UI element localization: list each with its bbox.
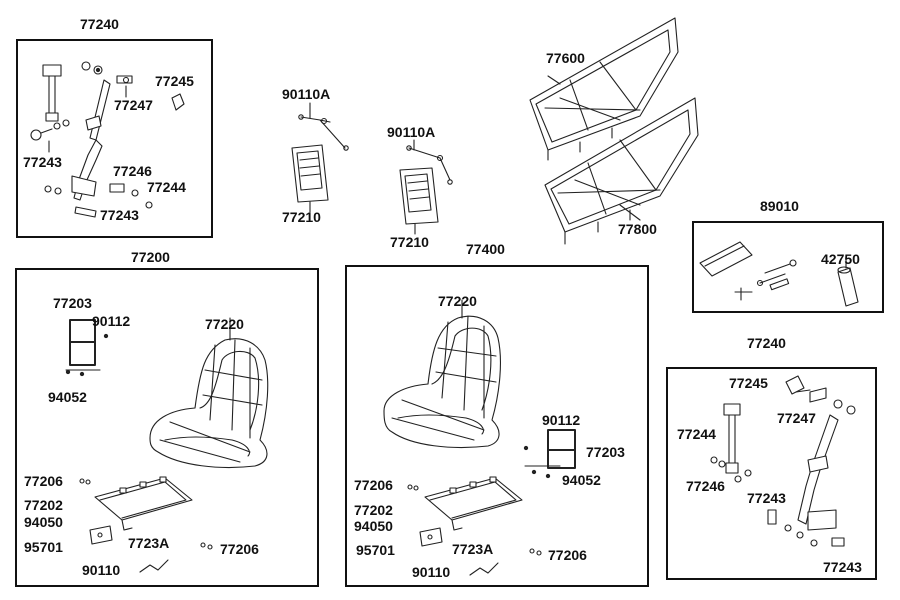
label-seat-right-clip-a: 77206	[354, 477, 393, 493]
label-seatbelt-right-title: 77240	[747, 335, 786, 351]
door-upper-drawing	[529, 17, 679, 161]
label-seat-right-title: 77400	[466, 241, 505, 257]
label-seatbelt-left-clip: 77245	[155, 73, 194, 89]
seat-left-frame	[15, 268, 319, 587]
label-seat-right-cushion: 77220	[438, 293, 477, 309]
tool-kit-frame	[692, 221, 884, 313]
label-seatbelt-left-washer: 77246	[113, 163, 152, 179]
label-seat-right-clip-b: 77206	[548, 547, 587, 563]
label-tool-kit-title: 89010	[760, 198, 799, 214]
label-seat-right-pin: 95701	[356, 542, 395, 558]
seatbelt-right-frame	[666, 367, 877, 580]
label-door-upper: 77600	[546, 50, 585, 66]
headrest-1-drawing	[291, 102, 349, 213]
tool-kit-drawing	[699, 241, 859, 307]
label-headrest-1-pad: 77210	[282, 209, 321, 225]
label-seatbelt-left-bolt-bottom: 77243	[100, 207, 139, 223]
seat-left-drawing	[65, 317, 269, 573]
label-seatbelt-right-washer: 77246	[686, 478, 725, 494]
label-seatbelt-right-nut: 77244	[677, 426, 716, 442]
label-seatbelt-left-nut: 77244	[147, 179, 186, 195]
label-headrest-2-pad: 77210	[390, 234, 429, 250]
label-seat-left-rod: 90110	[82, 562, 121, 578]
label-headrest-1-mount: 90110A	[282, 86, 331, 102]
seat-right-frame	[345, 265, 649, 587]
label-seatbelt-left-anchor: 77243	[23, 154, 62, 170]
label-seat-left-nut-bracket: 94052	[48, 389, 87, 405]
label-seat-left-base-plate: 77202	[24, 497, 63, 513]
label-seatbelt-right-anchor: 77243	[747, 490, 786, 506]
label-seat-right-spring: 94050	[354, 518, 393, 534]
label-seatbelt-right-bolt-top: 77247	[777, 410, 816, 426]
label-seat-left-spring: 94050	[24, 514, 63, 530]
label-seat-right-bracket: 77203	[586, 444, 625, 460]
label-seat-left-latch: 7723A	[128, 535, 170, 551]
label-seatbelt-right-clip: 77245	[729, 375, 768, 391]
label-seat-right-base-plate: 77202	[354, 502, 393, 518]
label-seatbelt-right-bolt-bottom: 77243	[823, 559, 862, 575]
label-seat-right-nut-bracket: 94052	[562, 472, 601, 488]
label-door-lower: 77800	[618, 221, 657, 237]
label-seat-left-cushion: 77220	[205, 316, 244, 332]
label-seat-left-title: 77200	[131, 249, 170, 265]
label-seat-left-screw: 90112	[92, 313, 131, 329]
label-tool-kit-part: 42750	[821, 251, 860, 267]
label-seat-left-clip-a: 77206	[24, 473, 63, 489]
seatbelt-left-assembly	[30, 61, 185, 218]
seatbelt-right-assembly	[710, 375, 856, 547]
label-headrest-2-mount: 90110A	[387, 124, 436, 140]
headrest-2-drawing	[399, 139, 453, 235]
seatbelt-left-frame	[16, 39, 213, 238]
label-seatbelt-left-bolt-top: 77247	[114, 97, 153, 113]
label-seat-right-latch: 7723A	[452, 541, 494, 557]
label-seat-left-clip-b: 77206	[220, 541, 259, 557]
label-seat-left-pin: 95701	[24, 539, 63, 555]
door-lower-drawing	[544, 97, 699, 245]
label-seat-left-bracket: 77203	[53, 295, 92, 311]
label-seat-right-rod: 90110	[412, 564, 451, 580]
seat-right-drawing	[383, 299, 576, 576]
label-seatbelt-left-title: 77240	[80, 16, 119, 32]
label-seat-right-screw: 90112	[542, 412, 581, 428]
